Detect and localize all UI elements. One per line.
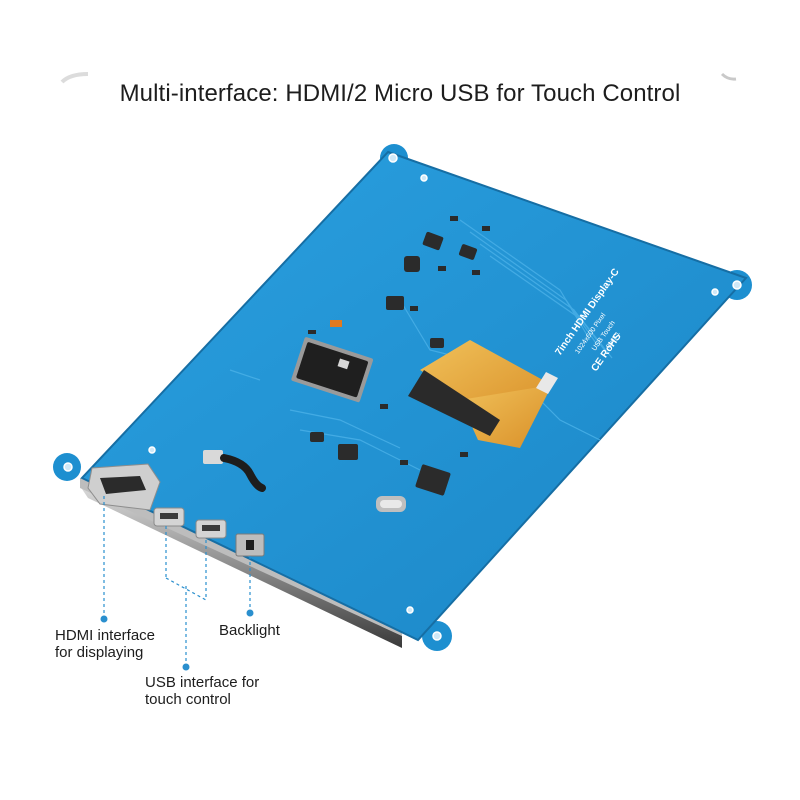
hdmi-callout-line-2: for displaying bbox=[55, 644, 144, 661]
usb-callout-line-1: USB interface for bbox=[145, 674, 260, 691]
touch-flex-cable bbox=[203, 450, 266, 492]
callout-leader-dots bbox=[100, 609, 254, 671]
backlight-callout: Backlight bbox=[219, 622, 280, 639]
components-right bbox=[310, 404, 468, 512]
hdmi-port bbox=[87, 463, 161, 511]
corner-artifact bbox=[60, 72, 89, 84]
main-ic bbox=[291, 337, 374, 403]
fpc-ribbon bbox=[408, 340, 558, 448]
callout-leader-lines bbox=[103, 496, 251, 664]
hdmi-callout-line-1: HDMI interface bbox=[55, 627, 156, 644]
page-title: Multi-interface: HDMI/2 Micro USB for To… bbox=[119, 80, 681, 107]
usb-callout: USB interface for touch control bbox=[145, 674, 259, 708]
backlight-switch bbox=[235, 533, 265, 557]
corner-artifact bbox=[720, 72, 737, 81]
components-top bbox=[308, 216, 490, 348]
mounting-holes bbox=[63, 153, 742, 641]
micro-usb-port-1 bbox=[153, 507, 185, 527]
hdmi-callout: HDMI interface for displaying bbox=[55, 627, 155, 661]
usb-callout-line-2: touch control bbox=[145, 691, 231, 708]
micro-usb-port-2 bbox=[195, 519, 227, 539]
